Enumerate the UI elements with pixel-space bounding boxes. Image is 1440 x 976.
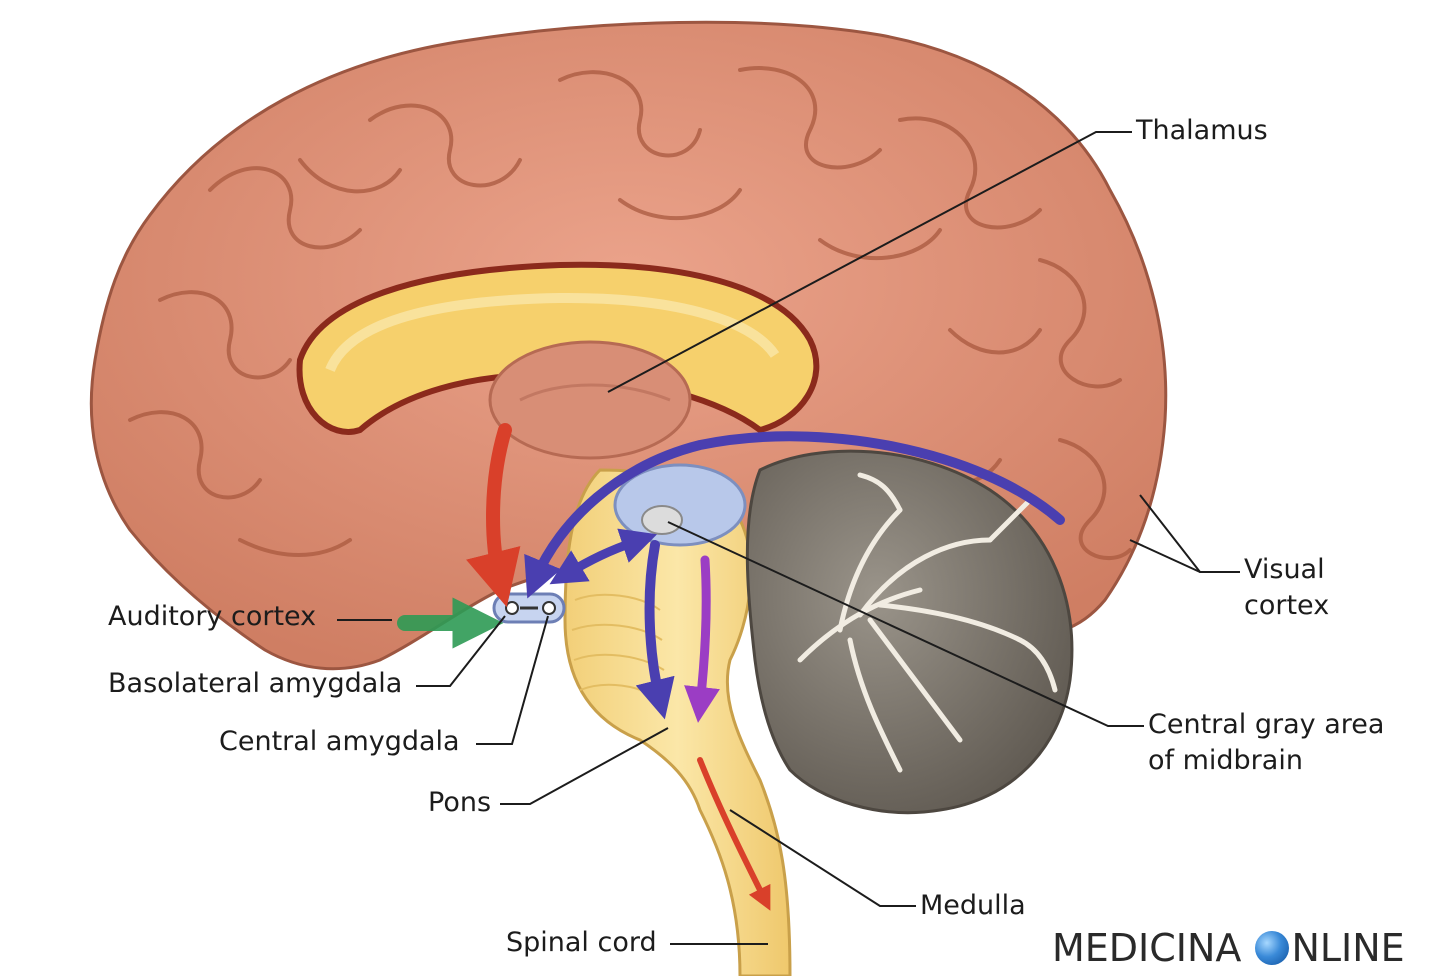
label-basolateral-amygdala: Basolateral amygdala <box>108 668 403 699</box>
label-central-gray-line2: of midbrain <box>1148 745 1303 776</box>
leader-lines <box>337 131 1240 945</box>
globe-icon <box>1255 931 1290 965</box>
watermark-logo: MEDICINA NLINE <box>1052 926 1405 970</box>
gyri-texture <box>128 66 1132 560</box>
watermark-text-before: MEDICINA <box>1052 926 1242 970</box>
label-thalamus: Thalamus <box>1136 115 1268 146</box>
arrow-visual-cortex-to-amygdala <box>524 431 1065 599</box>
arrow-midbrain-to-pons-purple <box>684 555 720 723</box>
arrow-amygdala-to-midbrain <box>549 528 658 585</box>
label-pons: Pons <box>428 787 492 818</box>
label-central-amygdala: Central amygdala <box>219 726 460 757</box>
label-spinal-cord: Spinal cord <box>506 927 657 958</box>
basolateral-amygdala-nucleus <box>505 601 519 615</box>
arrow-medulla-to-spinal-cord <box>697 757 771 911</box>
thalamus-shape <box>488 340 692 460</box>
label-medulla: Medulla <box>920 890 1026 921</box>
central-amygdala-nucleus <box>542 601 556 615</box>
label-visual-cortex-line1: Visual <box>1244 554 1325 585</box>
midbrain-body <box>613 463 747 547</box>
arrow-thalamus-to-amygdala <box>466 423 521 608</box>
arbor-vitae <box>797 472 1058 773</box>
arrow-midbrain-to-pons-blue <box>635 540 675 720</box>
label-central-gray-line1: Central gray area <box>1148 709 1385 740</box>
watermark-text-after: NLINE <box>1291 926 1405 970</box>
central-gray-area <box>641 505 683 535</box>
label-auditory-cortex: Auditory cortex <box>108 601 317 632</box>
label-visual-cortex-line2: cortex <box>1244 590 1330 621</box>
